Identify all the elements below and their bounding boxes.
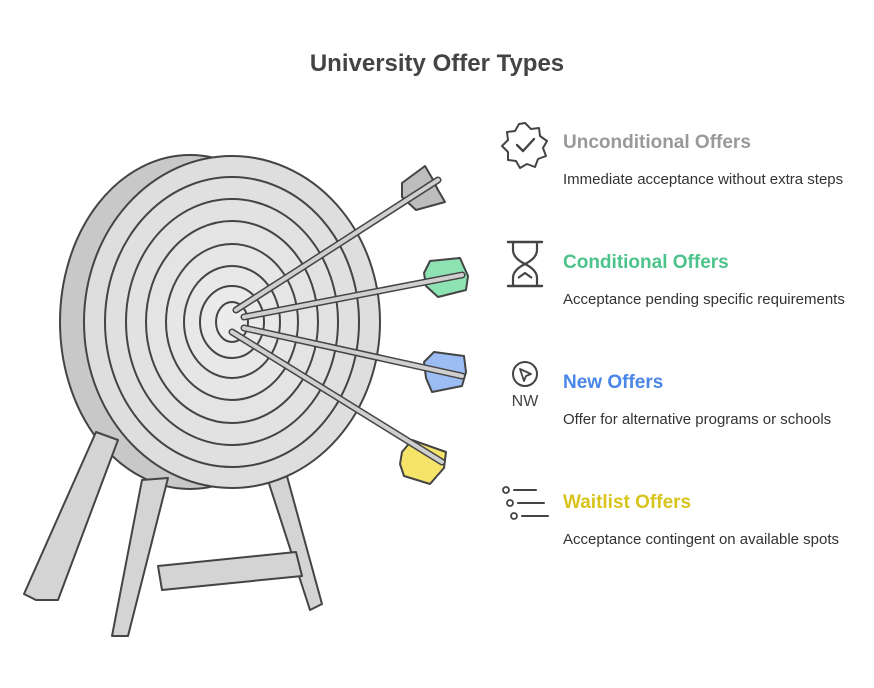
stand-leg-left	[23, 431, 119, 601]
compass-nw-label: NW	[512, 393, 540, 410]
offer-item-waitlist: Waitlist Offers Acceptance contingent on…	[500, 480, 870, 550]
compass-nw-icon: NW	[512, 361, 540, 410]
offer-heading: New Offers	[563, 372, 664, 393]
offer-description: Acceptance contingent on available spots	[563, 531, 840, 548]
archery-target-illustration	[23, 154, 469, 637]
list-icon	[502, 486, 549, 520]
hourglass-icon	[506, 240, 544, 288]
diagram-title: University Offer Types	[309, 50, 565, 77]
offer-description: Immediate acceptance without extra steps	[563, 171, 844, 188]
stand-leg-front	[111, 477, 169, 637]
offer-description: Acceptance pending specific requirements	[563, 291, 845, 308]
offer-item-new: NW New Offers Offer for alternative prog…	[500, 360, 870, 430]
stand-crossbar	[157, 551, 303, 591]
badge-check-icon	[501, 122, 548, 169]
arrow-fletching-yellow	[399, 439, 447, 485]
offer-heading: Conditional Offers	[563, 252, 729, 273]
offer-item-conditional: Conditional Offers Acceptance pending sp…	[500, 240, 870, 310]
offer-description: Offer for alternative programs or school…	[563, 411, 832, 428]
offer-item-unconditional: Unconditional Offers Immediate acceptanc…	[500, 120, 870, 190]
offer-heading: Unconditional Offers	[563, 132, 751, 153]
offer-heading: Waitlist Offers	[563, 492, 692, 513]
bullseye	[215, 301, 249, 343]
target-face	[83, 155, 381, 489]
